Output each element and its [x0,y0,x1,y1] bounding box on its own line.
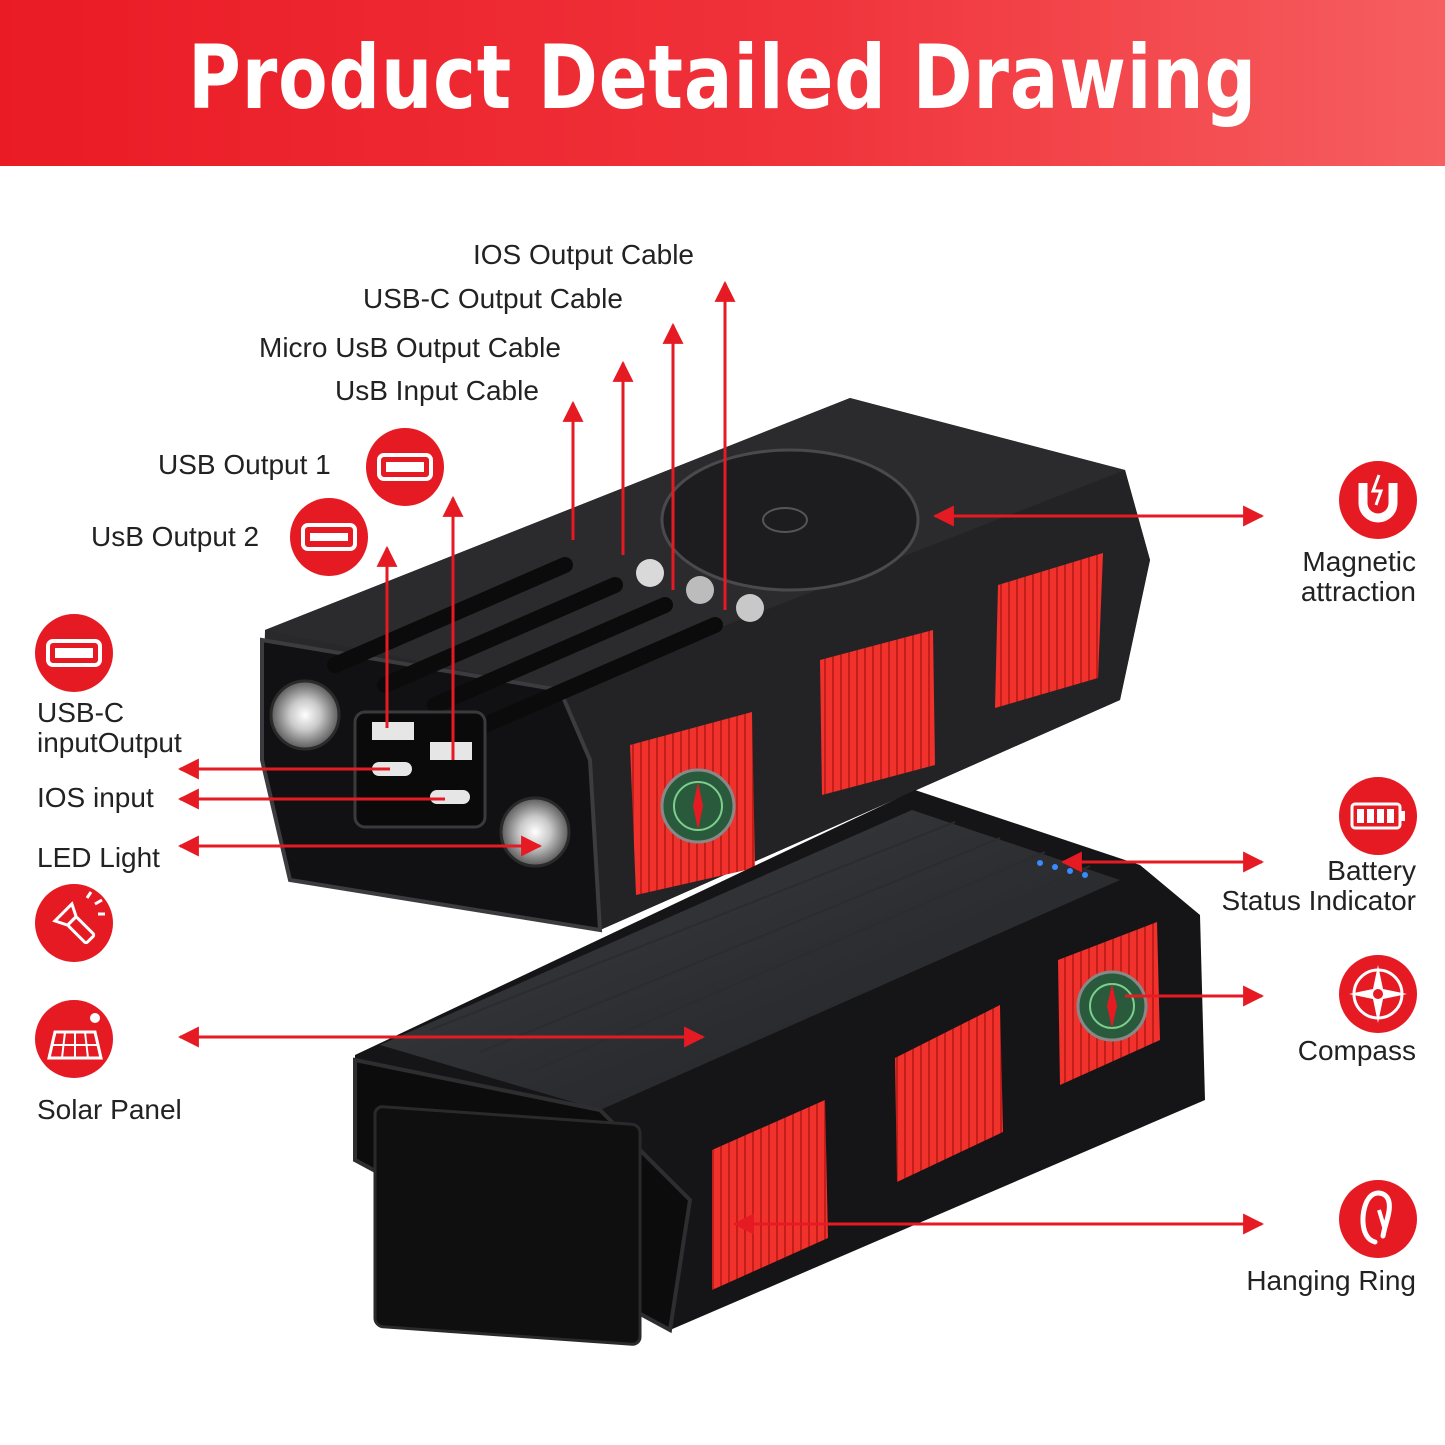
power-bank-top [260,398,1150,933]
label-usbc-io-line2: inputOutput [37,727,182,758]
product-drawing [177,280,1265,1346]
solar-panel-badge [35,1000,113,1078]
usbc-port-badge [35,614,113,692]
usb-port-icon [46,639,102,667]
compass-icon [1349,965,1407,1023]
usb-port-icon [377,453,433,481]
hanging-ring-badge [1339,1180,1417,1258]
compass-badge [1339,955,1417,1033]
label-battery-line1: Battery [1327,855,1416,886]
label-magnetic-line1: Magnetic [1302,546,1416,577]
usb-port-icon [301,523,357,551]
label-usb-output-1: USB Output 1 [158,449,331,480]
label-led-light: LED Light [37,842,160,873]
label-hanging-ring: Hanging Ring [1246,1265,1416,1296]
title-banner: Product Detailed Drawing [0,0,1445,166]
battery-badge [1339,777,1417,855]
led-light-badge [35,884,113,962]
label-magnetic-line2: attraction [1300,576,1416,607]
callout-arrows [177,280,1265,1235]
page-title: Product Detailed Drawing [188,26,1257,129]
label-solar-panel: Solar Panel [37,1094,182,1125]
usb-output-1-badge [366,428,444,506]
label-ios-output-cable: IOS Output Cable [473,239,695,270]
battery-icon [1350,802,1405,830]
label-usb-output-2: UsB Output 2 [91,521,260,552]
usb-output-2-badge [290,498,368,576]
label-usb-input-cable: UsB Input Cable [335,375,539,406]
magnetic-badge [1339,461,1417,539]
label-usbc-output-cable: USB-C Output Cable [363,283,623,314]
label-micro-usb-output-cable: Micro UsB Output Cable [259,332,561,363]
magnet-icon [1358,474,1398,523]
label-battery-line2: Status Indicator [1221,885,1416,916]
label-compass: Compass [1297,1035,1416,1066]
flashlight-icon [52,891,105,945]
label-ios-input: IOS input [37,782,154,813]
solar-panel-icon [47,1013,103,1060]
carabiner-icon [1360,1190,1392,1245]
label-usbc-io-line1: USB-C [37,697,125,728]
